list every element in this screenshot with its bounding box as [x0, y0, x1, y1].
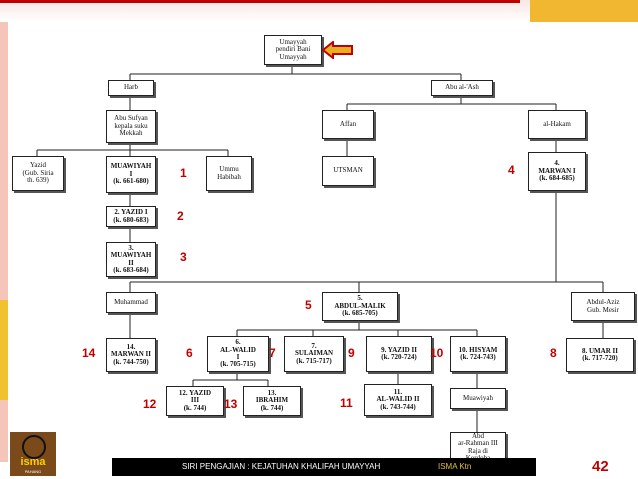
left-sidebar-band — [0, 22, 8, 462]
isma-logo: isma PAHANG — [10, 432, 56, 476]
node-umayyah: Umayyah pendiri Bani Umayyah — [264, 35, 322, 65]
node-muawiyah-1: MUAWIYAH I (k. 661-680) — [106, 156, 156, 193]
order-number-8: 8 — [550, 346, 557, 360]
order-number-11: 11 — [340, 396, 353, 410]
node-abdul-aziz: Abdul-Aziz Gub. Mesir — [571, 292, 635, 321]
order-number-9: 9 — [348, 346, 355, 360]
node-ibrahim: 13. IBRAHIM (k. 744) — [243, 386, 301, 416]
node-abd-rahman: Abd ar-Rahman III Raja di Kordoba — [450, 432, 506, 460]
footer-title: SIRI PENGAJIAN : KEJATUHAN KHALIFAH UMAY… — [182, 462, 381, 471]
node-umar-2: 8. UMAR II (k. 717-720) — [566, 338, 634, 372]
node-yazid-1: 2. YAZID I (k. 680-683) — [106, 206, 156, 227]
gold-corner-decoration — [530, 0, 638, 22]
top-red-line — [0, 0, 520, 3]
node-al-hakam: al-Hakam — [528, 110, 586, 139]
order-number-7: 7 — [269, 346, 276, 360]
node-abu-al-ash: Abu al-'Ash — [431, 80, 493, 96]
globe-icon — [22, 435, 46, 459]
node-abdul-malik: 5. ABDUL-MALIK (k. 685-705) — [322, 292, 398, 321]
node-yazid-3: 12. YAZID III (k. 744) — [166, 386, 224, 416]
logo-subtext: PAHANG — [24, 469, 42, 474]
node-abu-sufyan: Abu Sufyan kepala suku Mekkah — [106, 110, 156, 143]
order-number-1: 1 — [180, 166, 187, 180]
order-number-13: 13 — [224, 397, 238, 411]
page-number: 42 — [592, 458, 609, 475]
node-yazid-2: 9. YAZID II (k. 720-724) — [366, 336, 432, 372]
node-sulaiman: 7. SULAIMAN (k. 715-717) — [284, 336, 344, 372]
footer-org: ISMA Ktn — [438, 462, 472, 471]
order-number-4: 4 — [508, 163, 515, 177]
node-muhammad: Muhammad — [106, 292, 156, 313]
left-sidebar-accent — [0, 300, 8, 400]
arrow-left-icon — [322, 41, 353, 59]
node-utsman: UTSMAN — [322, 156, 374, 186]
node-ummu-habibah: Ummu Habibah — [206, 156, 252, 191]
node-marwan-2: 14. MARWAN II (k. 744-750) — [106, 338, 156, 372]
order-number-14: 14 — [82, 346, 96, 360]
order-number-10: 10 — [430, 346, 444, 360]
node-al-walid-1: 6. AL-WALID I (k. 705-715) — [207, 336, 269, 372]
node-affan: Affan — [322, 110, 374, 139]
node-muawiyah-s: Muawiyah — [450, 388, 506, 409]
order-number-3: 3 — [180, 250, 187, 264]
order-number-2: 2 — [177, 209, 184, 223]
node-al-walid-2: 11. AL-WALID II (k. 743-744) — [364, 384, 432, 416]
node-muawiyah-2: 3. MUAWIYAH II (k. 683-684) — [106, 242, 156, 277]
top-band — [0, 0, 638, 22]
order-number-5: 5 — [305, 298, 312, 312]
footer-bar: SIRI PENGAJIAN : KEJATUHAN KHALIFAH UMAY… — [112, 458, 536, 476]
node-harb: Harb — [108, 80, 154, 96]
node-hisyam: 10. HISYAM (k. 724-743) — [450, 336, 506, 372]
order-number-6: 6 — [186, 346, 193, 360]
node-yazid-gub: Yazid (Gub. Siria th. 639) — [12, 156, 64, 191]
order-number-12: 12 — [143, 397, 157, 411]
logo-text: isma — [20, 456, 46, 468]
node-marwan-1: 4. MARWAN I (k. 684-685) — [528, 152, 586, 191]
